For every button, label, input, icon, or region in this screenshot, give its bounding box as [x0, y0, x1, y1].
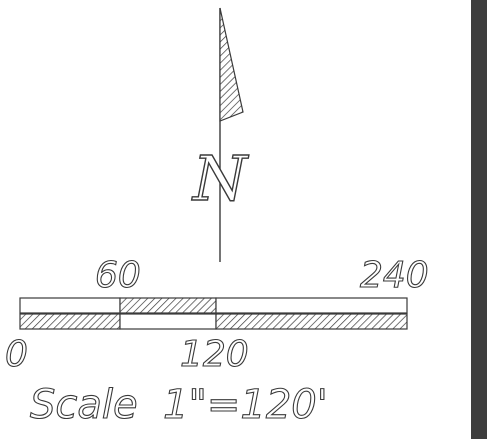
scale-segment-bottom-2: [119, 313, 217, 330]
scale-label-60: 60: [95, 255, 141, 296]
scale-segment-bottom-3: [215, 313, 408, 330]
scale-segment-top-2: [119, 297, 217, 314]
north-arrow-icon: N: [190, 7, 251, 262]
scale-segment-top-1: [19, 297, 121, 314]
scale-caption: Scale 1"=120': [30, 382, 328, 428]
scale-label-240: 240: [360, 255, 429, 296]
north-letter: N: [191, 142, 250, 215]
scale-label-0: 0: [5, 334, 28, 375]
scale-bar: 60 240 0 120 Scale 1"=120': [4, 254, 429, 428]
north-arrow-head: [219, 7, 244, 122]
scale-segment-top-3: [215, 297, 408, 314]
scale-label-120: 120: [180, 334, 249, 375]
scale-segment-bottom-1: [19, 313, 121, 330]
right-edge-bar: [471, 0, 487, 439]
